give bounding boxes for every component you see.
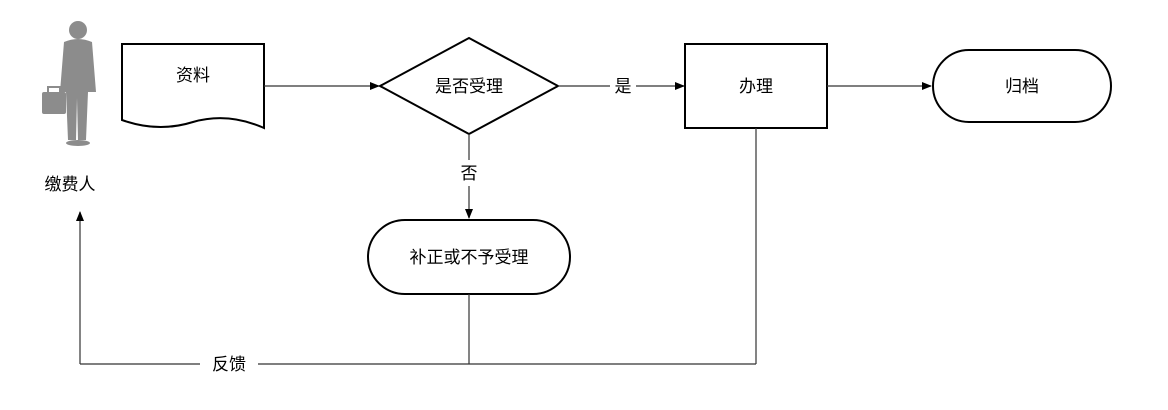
edge-no-label: 否: [461, 164, 478, 184]
decision-label: 是否受理: [435, 77, 503, 97]
edge-feedback-label: 反馈: [212, 355, 246, 375]
reject-label: 补正或不予受理: [410, 248, 529, 268]
edge-yes-label: 是: [615, 77, 632, 97]
process-box: [684, 43, 828, 129]
materials-document: [121, 43, 265, 130]
materials-label: 资料: [176, 66, 210, 86]
archive-terminator: [932, 49, 1112, 123]
archive-label: 归档: [1005, 77, 1039, 97]
process-label: 办理: [739, 77, 773, 97]
actor-label: 缴费人: [45, 175, 96, 195]
person-with-briefcase-icon: [42, 21, 96, 146]
